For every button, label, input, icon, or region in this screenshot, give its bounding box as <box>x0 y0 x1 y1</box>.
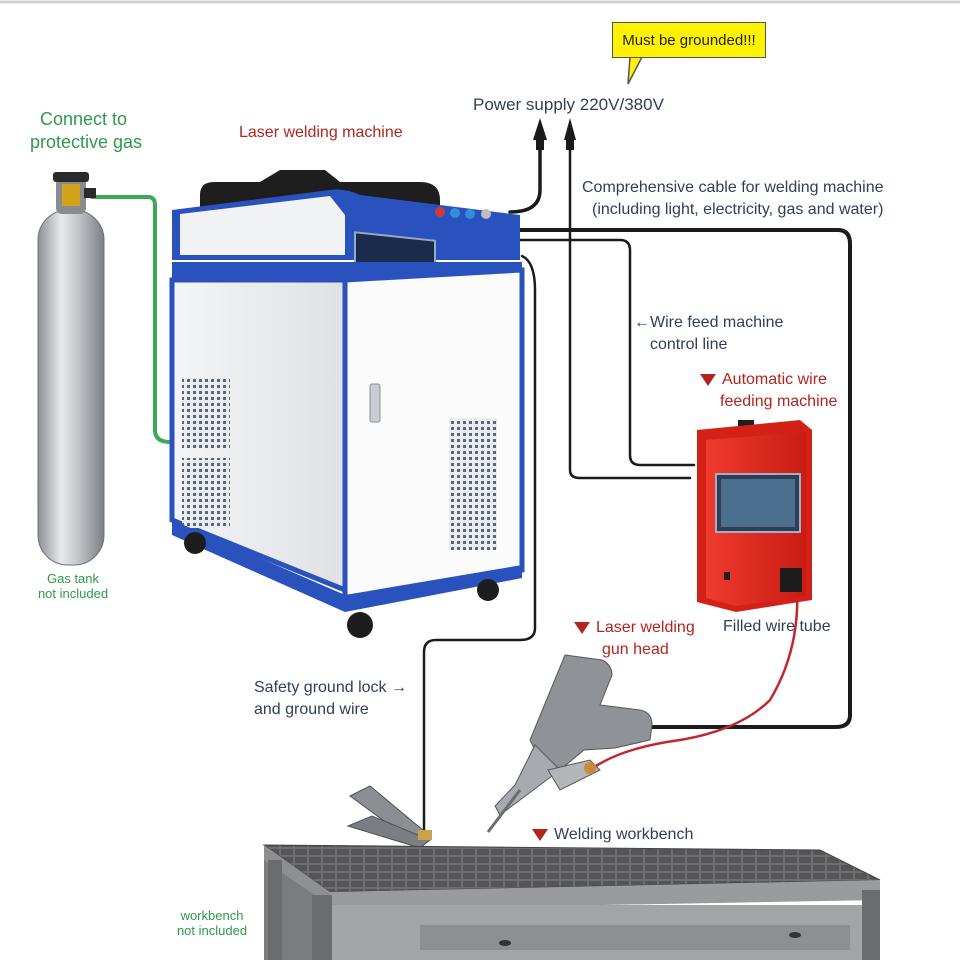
power-cable-2 <box>568 138 692 480</box>
callout-pointer <box>627 56 644 85</box>
comprehensive-cable <box>508 228 852 729</box>
gas-hose <box>90 195 172 444</box>
filled-wire-tube <box>588 586 799 772</box>
control-line <box>518 238 696 467</box>
workbench-note: workbench not included <box>176 908 248 938</box>
ground-wire <box>422 254 537 840</box>
laser-machine <box>169 170 525 638</box>
auto-feeder-label-1: Automatic wire <box>700 369 827 391</box>
workbench-label: Welding workbench <box>532 824 693 846</box>
wire-feeder <box>697 420 812 612</box>
welding-gun <box>486 654 653 833</box>
cables <box>90 138 852 840</box>
wire-feed-label-1: ←Wire feed machine <box>634 314 784 331</box>
connect-gas-label-1: Connect to <box>40 109 128 129</box>
connect-gas-label-2: protective gas <box>30 132 143 152</box>
ground-clamp <box>346 785 432 849</box>
triangle-marker-icon <box>532 828 548 841</box>
grounding-callout: Must be grounded!!! <box>612 22 766 58</box>
laser-machine-label: Laser welding machine <box>239 124 403 141</box>
gun-head-label-1: Laser welding <box>574 617 695 639</box>
power-plugs <box>533 118 576 150</box>
ground-label-1: Safety ground lock → <box>254 679 407 696</box>
triangle-marker-icon <box>574 621 590 634</box>
gas-cylinder <box>37 172 105 566</box>
workbench <box>262 844 881 960</box>
gas-tank-note: Gas tank not included <box>37 571 109 601</box>
triangle-marker-icon <box>700 373 716 386</box>
power-cable-1 <box>508 138 542 214</box>
callout-text: Must be grounded!!! <box>622 31 756 49</box>
filled-wire-label: Filled wire tube <box>723 618 831 635</box>
power-supply-label: Power supply 220V/380V <box>473 95 664 114</box>
cable-label-2: (including light, electricity, gas and w… <box>592 201 884 218</box>
gun-head-label-2: gun head <box>602 641 669 658</box>
ground-label-2: and ground wire <box>254 701 369 718</box>
auto-feeder-label-2: feeding machine <box>720 393 838 410</box>
cable-label-1: Comprehensive cable for welding machine <box>582 179 884 196</box>
wire-feed-label-2: control line <box>650 336 728 353</box>
